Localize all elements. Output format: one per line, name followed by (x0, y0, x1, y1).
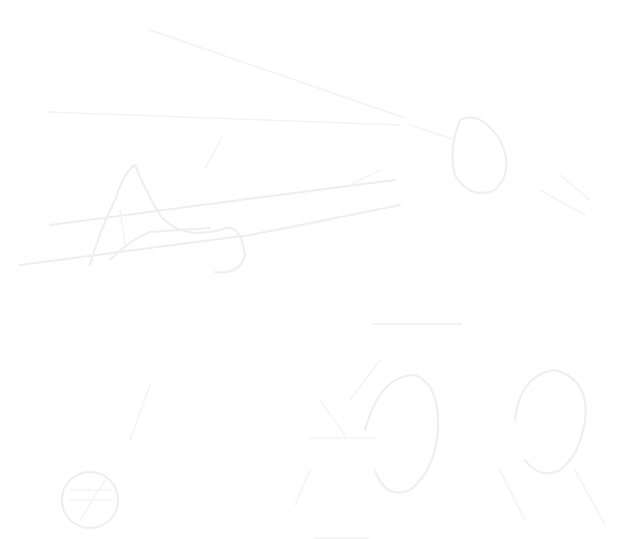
circle-stripe-3 (79, 479, 106, 521)
figure-sketch (364, 374, 440, 494)
circle-emblem (61, 471, 119, 529)
fuselage-shape (89, 164, 246, 274)
wing-rib-2 (349, 169, 381, 186)
tail-line-2 (559, 174, 591, 201)
pointer-line-4 (294, 469, 311, 506)
pointer-line (129, 384, 151, 441)
wing-sweep-line (149, 29, 406, 119)
figure-leg-line (499, 469, 526, 521)
wing-sweep-line-2 (47, 111, 401, 126)
wing-outline-2 (49, 179, 396, 226)
strut-line-2 (119, 209, 126, 246)
pointer-line-3 (349, 359, 381, 401)
strut-line (204, 137, 223, 169)
pointer-line-2 (319, 399, 346, 436)
head-sketch (451, 116, 508, 194)
label-two-line (372, 322, 462, 325)
tail-line (539, 189, 586, 216)
wing-outline (19, 204, 401, 266)
figure-leg-line-2 (574, 469, 606, 526)
beak-line (409, 124, 456, 141)
wing-rib (279, 219, 331, 231)
fuselage-shape-2 (109, 227, 211, 261)
figure-sketch-2 (514, 369, 587, 475)
